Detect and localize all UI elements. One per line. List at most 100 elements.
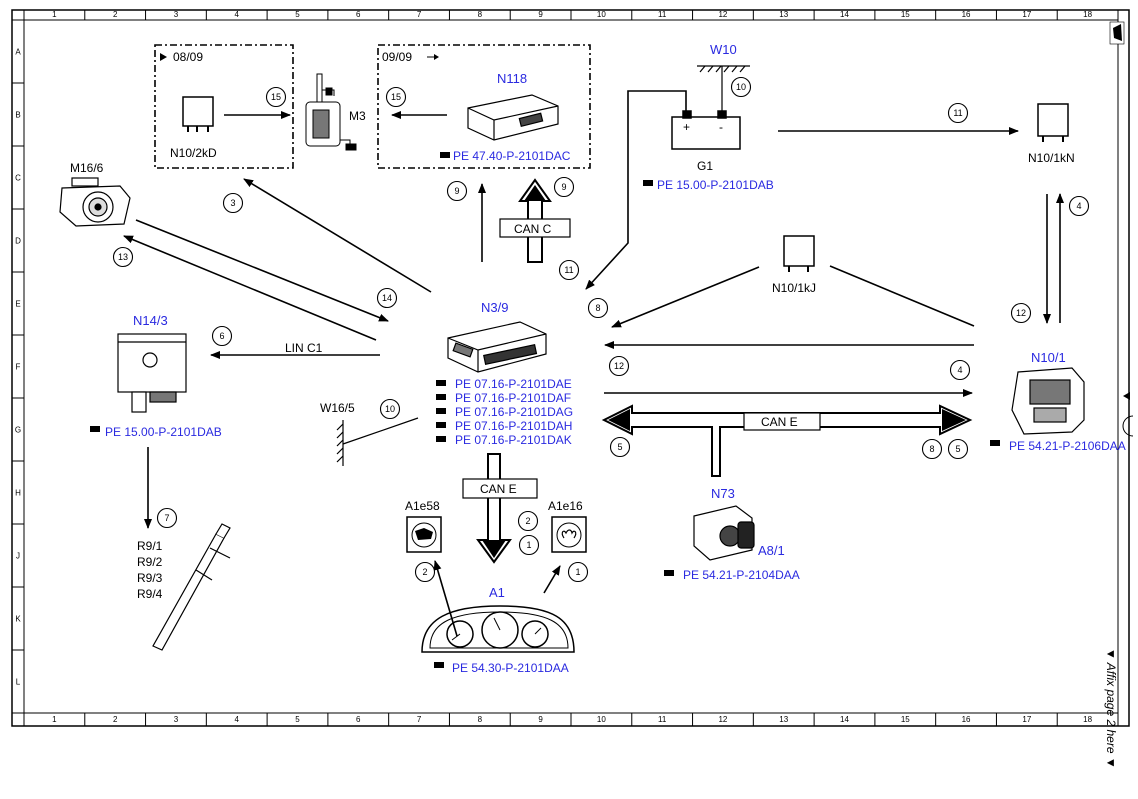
callout-c9a: 9 [446, 180, 468, 202]
grid-column-label: 8 [478, 715, 483, 724]
svg-text:4: 4 [957, 365, 962, 375]
ref-n118: PE 47.40-P-2101DAC [440, 149, 571, 163]
svg-text:1: 1 [526, 540, 531, 550]
relay-n10-2kd-icon [182, 96, 214, 132]
grid-ticks [12, 10, 1119, 726]
svg-text:2: 2 [525, 516, 530, 526]
signal-lines [123, 90, 1064, 637]
engine-control-unit-n3-9-icon [447, 321, 547, 373]
svg-text:2: 2 [422, 567, 427, 577]
svg-text:09/09: 09/09 [382, 50, 412, 64]
fuel-pump-m3-icon [305, 73, 357, 151]
callout-c14: 14 [376, 287, 398, 309]
ref-a1: PE 54.30-P-2101DAA [434, 661, 569, 675]
grid-column-label: 7 [417, 10, 422, 19]
svg-text:14: 14 [382, 293, 392, 303]
grid-column-label: 16 [962, 715, 971, 724]
grid-column-label: 18 [1083, 10, 1092, 19]
callout-c3: 3 [222, 192, 244, 214]
sam-control-unit-n10-1-icon [1011, 367, 1085, 435]
grid-column-label: 15 [901, 10, 910, 19]
grid-row-label: J [16, 552, 20, 561]
ref-icon [436, 408, 446, 414]
callout-c10a: 10 [730, 76, 752, 98]
label-w10: W10 [710, 42, 737, 57]
box-0809 [154, 44, 294, 169]
callout-c6: 6 [211, 325, 233, 347]
label-m3: M3 [349, 109, 366, 123]
grid-row-label: G [15, 426, 21, 435]
callout-c1a: 1 [518, 534, 540, 556]
ref-icon [436, 422, 446, 428]
fuel-pump-control-unit-n118-icon [467, 94, 559, 141]
callout-c4b: 4 [949, 359, 971, 381]
date-label-0909: 09/09 [382, 50, 439, 64]
grid-column-label: 11 [658, 715, 667, 724]
callout-c1b: 1 [567, 561, 589, 583]
grid-row-label: H [15, 489, 21, 498]
grid-column-label: 2 [113, 10, 118, 19]
battery-plus: + [683, 120, 690, 134]
relay-n10-1kn-icon [1037, 103, 1069, 142]
grid-column-label: 1 [52, 10, 57, 19]
grid-column-label: 9 [538, 715, 543, 724]
svg-text:15: 15 [391, 92, 401, 102]
grid-column-label: 18 [1083, 715, 1092, 724]
label-n14-3: N14/3 [133, 313, 168, 328]
corner-emblem-icon [1109, 21, 1125, 45]
grid-column-label: 8 [478, 10, 483, 19]
svg-text:PE 47.40-P-2101DAC: PE 47.40-P-2101DAC [453, 149, 571, 163]
svg-text:PE 54.21-P-2106DAA: PE 54.21-P-2106DAA [1009, 439, 1126, 453]
grid-column-label: 16 [962, 10, 971, 19]
grid-column-label: 4 [234, 10, 239, 19]
grid-column-label: 1 [52, 715, 57, 724]
label-n10-1kj: N10/1kJ [772, 281, 816, 295]
throttle-actuator-m16-6-icon [59, 177, 131, 227]
glow-output-stage-n14-3-icon [117, 333, 187, 413]
affix-note: ▼ Affix page 2 here ▼ [1104, 648, 1118, 769]
ref-icon [436, 380, 446, 386]
label-a1e58: A1e58 [405, 499, 440, 513]
svg-text:PE 54.21-P-2104DAA: PE 54.21-P-2104DAA [683, 568, 800, 582]
glow-plug-labels: R9/1R9/2R9/3R9/4 [137, 539, 163, 601]
label-a1: A1 [489, 585, 505, 600]
svg-text:PE 15.00-P-2101DAB: PE 15.00-P-2101DAB [105, 425, 222, 439]
ref-n3-9-item: PE 07.16-P-2101DAE [455, 377, 572, 391]
label-r9-item: R9/1 [137, 539, 163, 553]
ref-n73: PE 54.21-P-2104DAA [664, 568, 800, 582]
grid-column-label: 3 [174, 715, 179, 724]
callout-c5b: 5 [947, 438, 969, 460]
battery-g1-icon [671, 110, 741, 150]
ground-w10-icon [697, 65, 750, 112]
box-0909 [377, 44, 591, 169]
indicator-a1e58-icon [406, 516, 442, 553]
ref-n14-3: PE 15.00-P-2101DAB [90, 425, 222, 439]
callout-c2a: 2 [517, 510, 539, 532]
grid-labels: 1122334455667788991010111112121313141415… [15, 10, 1093, 724]
ground-w16-5-icon [336, 417, 419, 466]
label-n10-1kn: N10/1kN [1028, 151, 1075, 165]
ref-n3-9-item: PE 07.16-P-2101DAH [455, 419, 572, 433]
svg-text:9: 9 [454, 186, 459, 196]
grid-row-label: K [15, 615, 21, 624]
label-n10-2kd: N10/2kD [170, 146, 217, 160]
callout-c2b: 2 [414, 561, 436, 583]
svg-text:11: 11 [953, 108, 962, 118]
ezs-control-unit-n73-icon [693, 505, 755, 561]
svg-text:8: 8 [595, 303, 600, 313]
label-r9-item: R9/4 [137, 587, 163, 601]
ref-icon [436, 394, 446, 400]
ref-g1: PE 15.00-P-2101DAB [643, 178, 774, 192]
callout-c10b: 10 [379, 398, 401, 420]
svg-text:5: 5 [955, 444, 960, 454]
svg-text:4: 4 [1076, 201, 1081, 211]
svg-text:8: 8 [929, 444, 934, 454]
label-n3-9: N3/9 [481, 300, 508, 315]
callout-c11a: 11 [947, 102, 969, 124]
label-r9-item: R9/2 [137, 555, 163, 569]
ref-n10-1: PE 54.21-P-2106DAA [990, 439, 1126, 453]
svg-text:10: 10 [736, 82, 746, 92]
svg-text:10: 10 [385, 404, 395, 414]
callout-c12b: 12 [608, 355, 630, 377]
